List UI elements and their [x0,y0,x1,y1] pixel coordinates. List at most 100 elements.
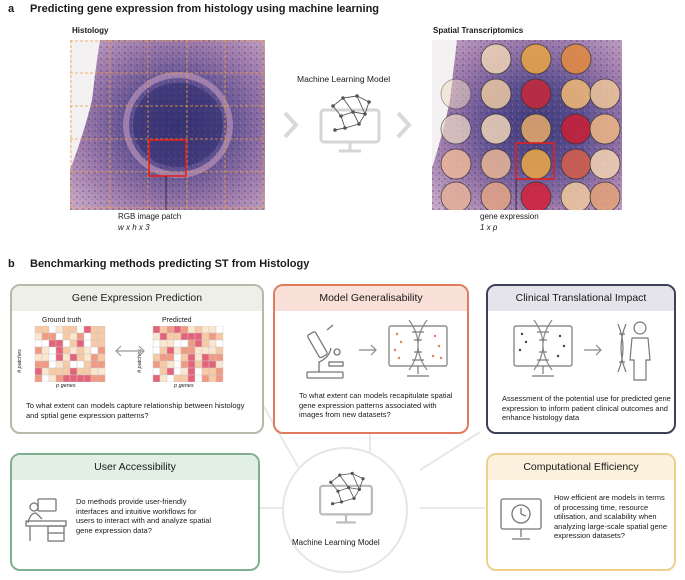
heatmap-cell [180,360,189,369]
heatmap-cell [180,326,189,334]
heatmap-cell [166,367,175,376]
spatial-transcriptomics-label: Spatial Transcriptomics [433,26,524,35]
heatmap-cell [62,326,71,334]
heatmap-cell [187,346,196,355]
heatmap-cell [215,326,224,334]
spatial-transcriptomics-image [432,40,622,210]
heatmap-cell [69,346,78,355]
heatmap-cell [48,367,57,376]
heatmap-cell [152,326,161,334]
heatmap-cell [48,339,57,348]
heatmap-cell [215,360,224,369]
gene-expression-question: To what extent can models capture relati… [26,401,245,420]
ml-model-label-a: Machine Learning Model [297,74,391,84]
heatmap-cell [62,374,71,382]
heatmap-cell [152,332,161,341]
efficiency-box: Computational Efficiency How efficient a… [486,453,676,571]
heatmap-cell [180,374,189,382]
heatmap-cell [201,353,210,362]
heatmap-cell [187,332,196,341]
gene-expression-dims: 1 x p [480,223,498,232]
heatmap-cell [159,367,168,376]
heatmap-cell [166,332,175,341]
dna-monitor-icon [388,320,448,377]
heatmap-cell [159,360,168,369]
heatmap-cell [76,332,85,341]
heatmap-cell [173,326,182,334]
heatmap-cell [41,326,50,334]
heatmap-cell [41,374,50,382]
heatmap-cell [208,339,217,348]
network-monitor-icon [319,94,381,153]
heatmap-cell [34,367,43,376]
heatmap-cell [201,346,210,355]
accessibility-title: User Accessibility [12,455,258,480]
heatmap-cell [159,326,168,334]
heatmap-cell [97,326,106,334]
heatmap-cell [173,339,182,348]
heatmap-cell [173,374,182,382]
heatmap-cell [159,346,168,355]
heatmap-cell [69,374,78,382]
heatmap-cell [34,353,43,362]
heatmap-cell [41,332,50,341]
heatmap-cell [69,339,78,348]
y-axis-label-gt: # patches [16,349,23,373]
heatmap-cell [180,353,189,362]
heatmap-cell [48,326,57,334]
efficiency-title: Computational Efficiency [488,455,674,480]
heatmap-cell [34,326,43,334]
heatmap-cell [76,374,85,382]
heatmap-cell [166,339,175,348]
heatmap-cell [208,326,217,334]
heatmap-cell [152,353,161,362]
heatmap-cell [187,353,196,362]
heatmap-cell [166,360,175,369]
efficiency-question: How efficient are models in terms of pro… [554,493,667,540]
heatmap-cell [201,326,210,334]
heatmap-cell [208,367,217,376]
heatmap-cell [215,353,224,362]
heatmap-cell [34,332,43,341]
heatmap-cell [90,339,99,348]
heatmap-cell [152,367,161,376]
heatmap-cell [90,332,99,341]
panel-b-title: Benchmarking methods predicting ST from … [30,258,310,270]
heatmap-cell [152,339,161,348]
x-axis-label-pred: p genes [174,383,194,389]
heatmap-cell [152,360,161,369]
heatmap-cell [41,353,50,362]
chevron-right-icon [396,111,412,139]
heatmap-cell [173,367,182,376]
heatmap-cell [194,346,203,355]
heatmap-cell [55,339,64,348]
dna-monitor-icon [513,320,573,377]
heatmap-cell [55,374,64,382]
heatmap-cell [180,346,189,355]
predicted-heatmap [152,326,224,382]
heatmap-cell [208,353,217,362]
heatmap-cell [90,346,99,355]
heatmap-cell [97,360,106,369]
heatmap-cell [55,367,64,376]
heatmap-cell [194,353,203,362]
accessibility-box: User Accessibility Do methods provide us… [10,453,260,571]
heatmap-cell [55,346,64,355]
heatmap-cell [34,360,43,369]
clock-monitor-icon [500,498,542,540]
heatmap-cell [90,374,99,382]
heatmap-cell [194,339,203,348]
heatmap-cell [62,339,71,348]
clinical-question: Assessment of the potential use for pred… [502,394,671,422]
heatmap-cell [83,326,92,334]
heatmap-cell [48,353,57,362]
histology-label: Histology [72,26,109,35]
chevron-right-icon [283,111,299,139]
ground-truth-label: Ground truth [42,317,82,324]
heatmap-cell [201,360,210,369]
clinical-box: Clinical Translational Impact Assessment… [486,284,676,434]
heatmap-cell [97,332,106,341]
heatmap-cell [166,353,175,362]
heatmap-cell [215,346,224,355]
heatmap-cell [152,374,161,382]
